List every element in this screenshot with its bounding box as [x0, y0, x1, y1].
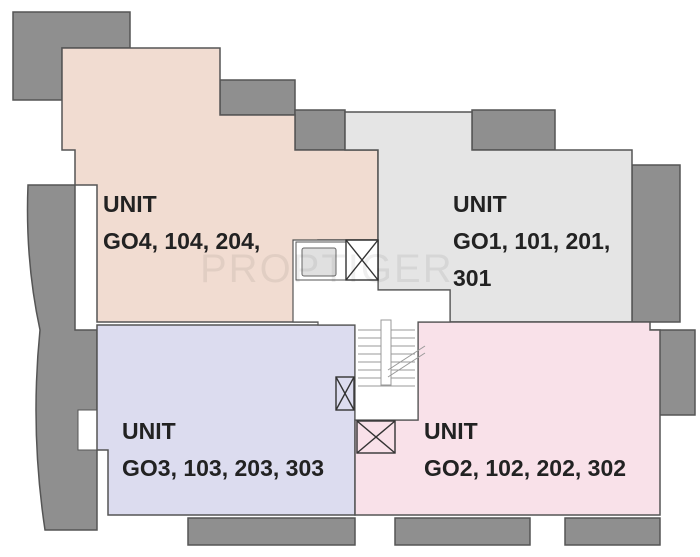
unit-go1-numbers-cont: 301 — [453, 265, 492, 291]
unit-go2-title: UNIT — [424, 418, 478, 444]
stairs — [358, 319, 426, 387]
unit-go1-numbers: GO1, 101, 201, — [453, 228, 610, 254]
duct-icon — [345, 239, 379, 281]
duct-icon — [335, 376, 355, 411]
unit-go3-title: UNIT — [122, 418, 176, 444]
unit-go1-title: UNIT — [453, 191, 507, 217]
lift-icon — [295, 241, 347, 281]
unit-go4-numbers: GO4, 104, 204, — [103, 228, 260, 254]
unit-go2-numbers: GO2, 102, 202, 302 — [424, 455, 626, 481]
duct-icon — [356, 420, 396, 454]
watermark: PROPTIGER — [200, 247, 454, 291]
staircase-core — [292, 239, 451, 454]
unit-go3-numbers: GO3, 103, 203, 303 — [122, 455, 324, 481]
unit-go4-title: UNIT — [103, 191, 157, 217]
